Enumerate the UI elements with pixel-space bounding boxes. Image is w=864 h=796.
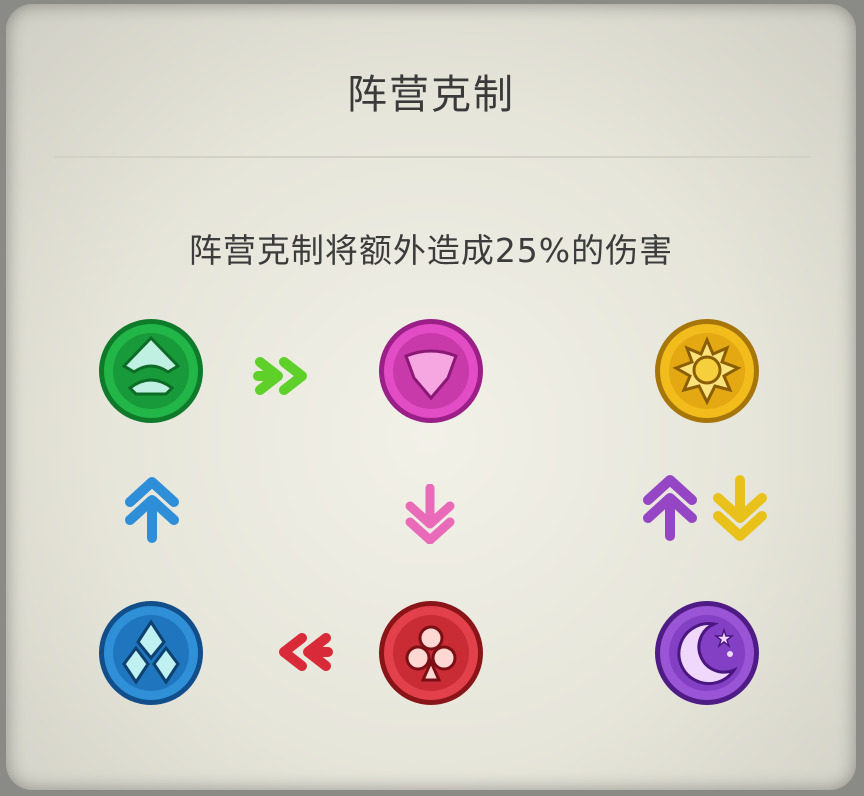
sun-to-moon-arrow-icon (713, 475, 767, 541)
dialog-description: 阵营克制将额外造成25%的伤害 (188, 231, 674, 270)
double-arrow-left-icon (279, 633, 333, 671)
moon-to-sun-arrow-icon (643, 475, 697, 541)
sun-emblem-icon (655, 319, 759, 423)
title-divider (54, 156, 810, 158)
double-arrow-right-icon (253, 357, 307, 395)
double-arrow-down-icon (405, 484, 455, 544)
diamond-emblem-icon (99, 601, 203, 705)
double-arrow-up-icon (125, 477, 179, 543)
club-emblem-icon (379, 601, 483, 705)
moon-emblem-icon (655, 601, 759, 705)
heart-emblem-icon (379, 319, 483, 423)
spade-emblem-icon (99, 319, 203, 423)
dialog-title: 阵营克制 (347, 72, 515, 118)
